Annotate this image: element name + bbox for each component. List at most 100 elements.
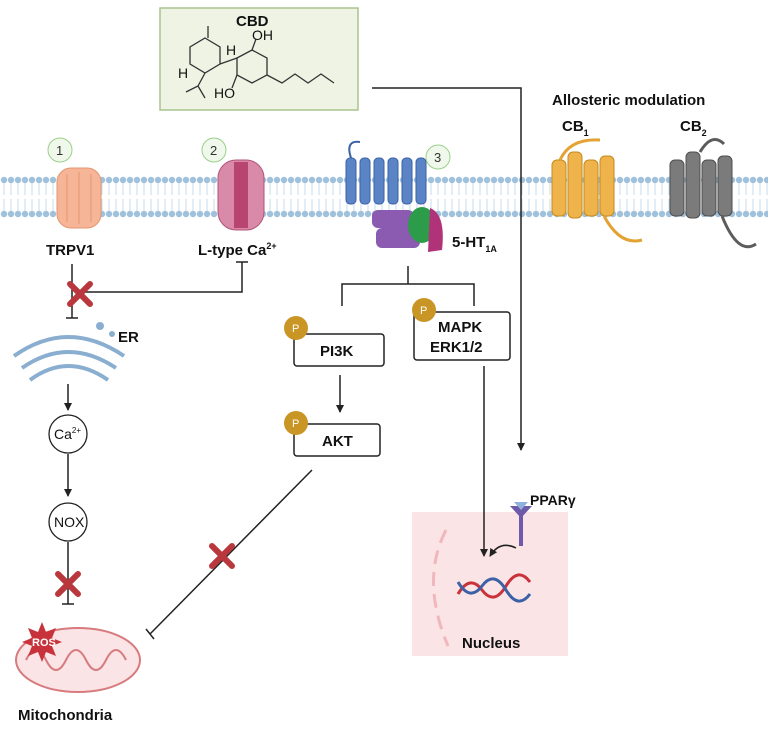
nox-label: NOX [54, 514, 85, 530]
lipid-head [511, 176, 519, 184]
akt-inhibit-mito-line [149, 469, 313, 635]
lipid-head [203, 176, 211, 184]
lipid-head [210, 210, 218, 218]
lipid-head [735, 176, 743, 184]
trpv1-number-badge: 1 [47, 137, 73, 163]
lipid-head [280, 210, 288, 218]
lipid-head [119, 176, 127, 184]
svg-text:P: P [420, 305, 427, 317]
phospho-badge-akt: P [284, 411, 308, 435]
cbd-to-ppar-arrow [372, 87, 525, 451]
lipid-head [651, 210, 659, 218]
ltype-calcium-channel [217, 159, 265, 231]
lipid-head [364, 210, 372, 218]
ppar-gamma-label: PPARγ [530, 492, 576, 508]
pi3k-node: PI3K [293, 333, 385, 367]
lipid-head [749, 210, 757, 218]
svg-text:P: P [292, 418, 299, 430]
lipid-head [196, 176, 204, 184]
lipid-head [14, 176, 22, 184]
endoplasmic-reticulum [12, 322, 126, 382]
lipid-head [462, 176, 470, 184]
svg-text:1: 1 [56, 143, 63, 158]
lipid-head [490, 176, 498, 184]
lipid-head [294, 210, 302, 218]
lipid-head [756, 210, 764, 218]
lipid-head [644, 176, 652, 184]
lipid-head [112, 176, 120, 184]
lipid-head [287, 210, 295, 218]
lipid-head [308, 176, 316, 184]
mitochondria-label: Mitochondria [18, 707, 113, 724]
lipid-head [7, 176, 15, 184]
lipid-head [182, 176, 190, 184]
lipid-head [504, 176, 512, 184]
lipid-head [119, 210, 127, 218]
lipid-head [455, 176, 463, 184]
lipid-head [497, 210, 505, 218]
cbd-atom-oh: OH [252, 27, 273, 43]
cbd-structure [185, 26, 335, 99]
lipid-head [630, 176, 638, 184]
pi3k-label: PI3K [320, 343, 354, 360]
lipid-head [504, 210, 512, 218]
lipid-head [448, 210, 456, 218]
lipid-head [525, 210, 533, 218]
inhibit-x-trpv1 [67, 281, 93, 307]
lipid-head [427, 176, 435, 184]
lipid-head [301, 210, 309, 218]
cb2-receptor [669, 138, 757, 249]
lipid-head [140, 210, 148, 218]
cbd-label: CBD [236, 13, 269, 30]
lipid-head [49, 210, 57, 218]
trpv1-channel [56, 167, 102, 229]
lipid-head [294, 176, 302, 184]
svg-text:P: P [292, 323, 299, 335]
dna-helix [456, 573, 532, 603]
lipid-head [742, 176, 750, 184]
lipid-head [168, 210, 176, 218]
lipid-head [161, 176, 169, 184]
allosteric-modulation-label: Allosteric modulation [552, 92, 705, 109]
lipid-head [273, 210, 281, 218]
inhibit-x-nox [55, 571, 81, 597]
lipid-head [280, 176, 288, 184]
cb1-label: CB1 [562, 118, 589, 138]
lipid-head [7, 210, 15, 218]
lipid-head [308, 210, 316, 218]
ros-label: ROS [32, 637, 56, 649]
lipid-head [518, 210, 526, 218]
lipid-head [532, 210, 540, 218]
lipid-head [203, 210, 211, 218]
nox-node [48, 502, 88, 542]
lipid-head [651, 176, 659, 184]
lipid-head [315, 176, 323, 184]
mapk-node: MAPK ERK1/2 [413, 311, 511, 361]
ltype-label: L-type Ca2+ [198, 241, 277, 259]
cbd-atom-h2: H [178, 65, 188, 81]
lipid-head [630, 210, 638, 218]
lipid-head [315, 210, 323, 218]
lipid-head [539, 176, 547, 184]
5ht1a-number-badge: 3 [425, 144, 451, 170]
lipid-head [469, 176, 477, 184]
lipid-head [749, 176, 757, 184]
phospho-badge-mapk: P [412, 298, 436, 322]
lipid-head [441, 176, 449, 184]
lipid-head [763, 210, 768, 218]
lipid-head [763, 176, 768, 184]
ppar-to-dna-arrow [489, 544, 517, 557]
svg-text:3: 3 [434, 150, 441, 165]
lipid-head [287, 176, 295, 184]
lipid-head [168, 176, 176, 184]
lipid-head [525, 176, 533, 184]
lipid-head [28, 210, 36, 218]
lipid-head [357, 210, 365, 218]
phospho-badge-pi3k: P [284, 316, 308, 340]
calcium-node [48, 414, 88, 454]
lipid-head [616, 176, 624, 184]
lipid-head [49, 176, 57, 184]
lipid-head [35, 176, 43, 184]
lipid-head [182, 210, 190, 218]
lipid-head [476, 176, 484, 184]
